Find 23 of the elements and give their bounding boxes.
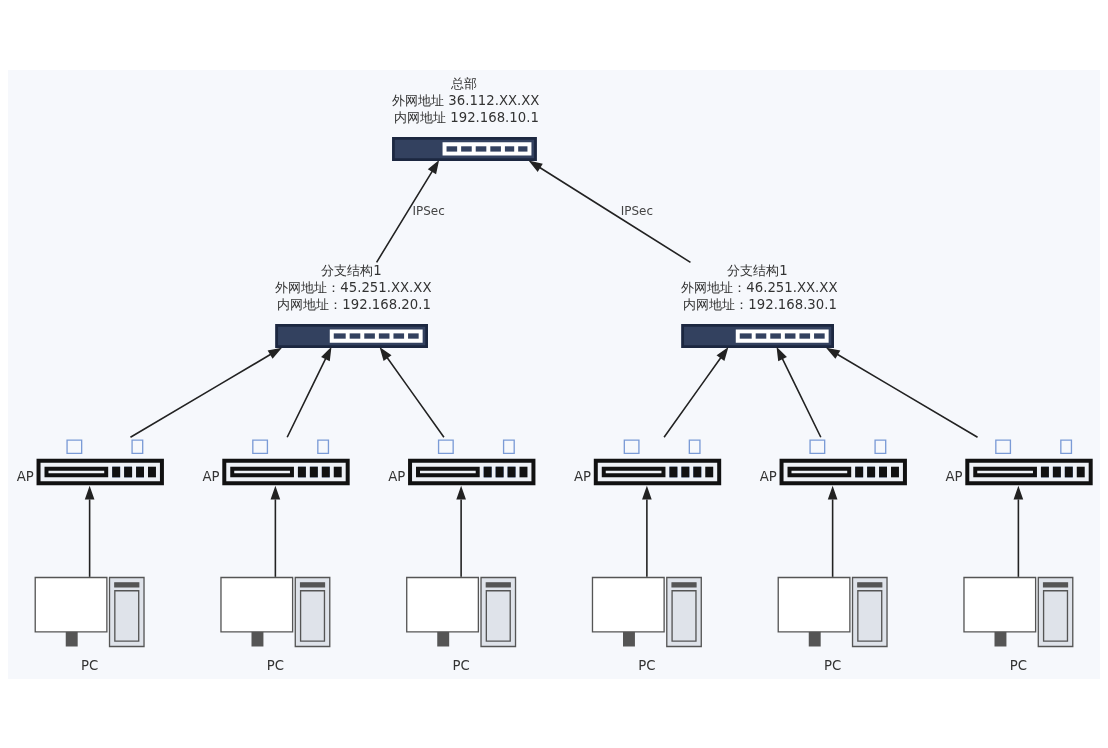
node-label: AP <box>202 468 220 484</box>
edge-label: IPSec <box>620 203 654 218</box>
node-label: PC <box>266 657 284 673</box>
node-label: 外网地址：45.251.XX.XX <box>275 279 432 295</box>
node-label: 内网地址：192.168.20.1 <box>277 296 431 312</box>
node-label: PC <box>638 657 656 673</box>
node-label: AP <box>945 468 963 484</box>
edge-label: IPSec <box>412 203 445 218</box>
node-label: AP <box>16 468 34 484</box>
node-label: PC <box>452 657 470 673</box>
node-label: AP <box>388 468 406 484</box>
node-label: AP <box>759 468 777 484</box>
node-label: PC <box>1009 657 1027 673</box>
node-label: 分支结构1 <box>727 262 788 278</box>
node-label: 总部 <box>451 75 478 91</box>
node-label: AP <box>573 468 591 484</box>
node-label: PC <box>824 657 842 673</box>
node-label: 分支结构1 <box>321 262 382 278</box>
node-label: 外网地址 36.112.XX.XX <box>392 92 540 108</box>
node-label: 外网地址：46.251.XX.XX <box>681 279 838 295</box>
node-label: 内网地址 192.168.10.1 <box>394 109 539 125</box>
node-label: 内网地址：192.168.30.1 <box>683 296 837 312</box>
node-label: PC <box>81 657 99 673</box>
